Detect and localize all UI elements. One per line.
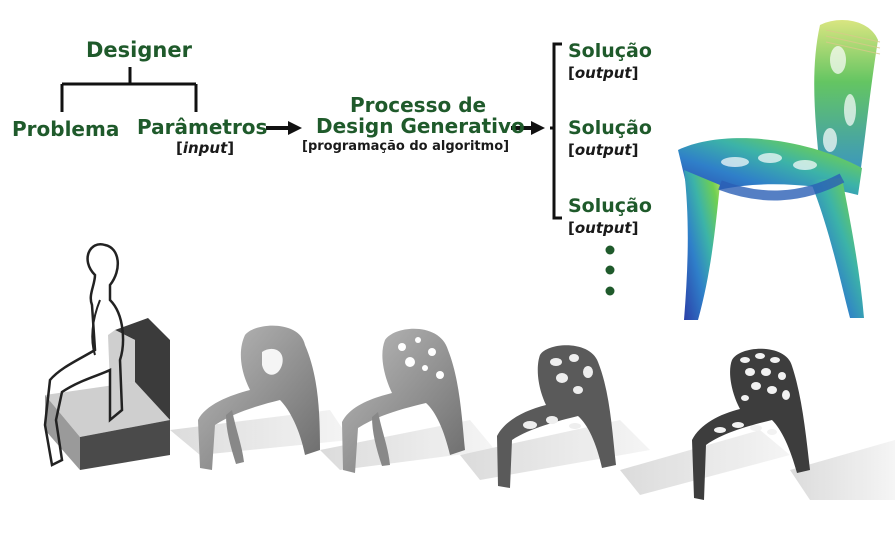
output-sublabel-2: [output] — [568, 141, 639, 159]
arrow-process-to-solutions — [511, 121, 545, 135]
chair-lattice — [721, 46, 856, 170]
parametros-label: Parâmetros — [137, 115, 268, 139]
output-sublabel-3: [output] — [568, 219, 639, 237]
output-sublabel-1: [output] — [568, 64, 639, 82]
solutions-bracket — [550, 42, 562, 220]
output-word: output — [574, 141, 632, 159]
continuation-dot — [605, 286, 615, 296]
continuation-dot — [605, 245, 615, 255]
input-word: input — [182, 139, 228, 157]
input-sublabel: [input] — [176, 139, 235, 157]
processo-title-line2: Design Generativo — [316, 114, 525, 138]
output-word: output — [574, 64, 632, 82]
processo-subtitle: [programação do algoritmo] — [302, 139, 510, 154]
solucao-label-2: Solução — [568, 117, 652, 139]
solid-organic-chair — [198, 325, 320, 470]
chair-front-leg — [684, 170, 720, 320]
lattice-chair-final — [692, 348, 810, 500]
designer-tree-bracket — [60, 67, 198, 112]
output-word: output — [574, 219, 632, 237]
solucao-label-3: Solução — [568, 195, 652, 217]
chair-back-leg — [810, 178, 864, 318]
processo-title-line1: Processo de — [350, 93, 487, 117]
lattice-chair-partial — [497, 345, 616, 488]
problema-label: Problema — [12, 117, 120, 141]
block-chair-with-person — [43, 243, 170, 470]
pitted-organic-chair — [342, 328, 465, 473]
solucao-label-1: Solução — [568, 40, 652, 62]
continuation-dot — [605, 265, 615, 275]
arrow-params-to-process — [266, 121, 302, 135]
designer-label: Designer — [86, 38, 192, 62]
